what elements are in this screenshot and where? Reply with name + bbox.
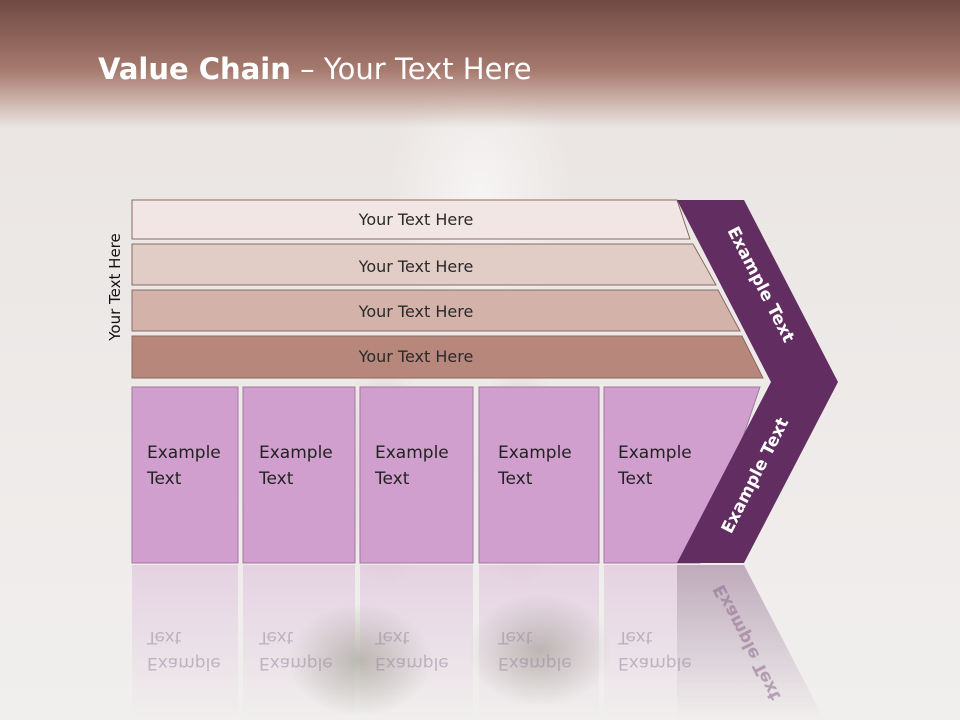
slide-title: Value Chain – Your Text Here: [98, 52, 532, 86]
band-label-3: Your Text Here: [358, 302, 474, 321]
column-1: [131, 386, 239, 564]
column-3: [359, 386, 474, 564]
column-5-label-line2: Text: [617, 469, 653, 489]
column-5-label-line1: Example: [618, 443, 692, 463]
column-3-label-line2: Text: [374, 469, 410, 489]
header-bar: [0, 0, 960, 128]
reflection-label-2a: Example: [259, 653, 333, 673]
reflection-label-5a: Example: [618, 653, 692, 673]
band-2: [131, 243, 717, 286]
column-2-label-line1: Example: [259, 443, 333, 463]
reflection-label-5b: Text: [617, 627, 653, 647]
column-1-label-line1: Example: [147, 443, 221, 463]
column-2-label-line2: Text: [258, 469, 294, 489]
reflection: [132, 565, 825, 720]
reflection-label-3b: Text: [374, 627, 410, 647]
column-4-label-line1: Example: [498, 443, 572, 463]
chevron-arrow: [677, 200, 838, 563]
columns: [131, 386, 761, 564]
column-3-label-line1: Example: [375, 443, 449, 463]
band-label-4: Your Text Here: [358, 347, 474, 366]
reflection-label-4a: Example: [498, 653, 572, 673]
band-label-1: Your Text Here: [358, 210, 474, 229]
reflection-label-1a: Example: [147, 653, 221, 673]
title-rest: – Your Text Here: [290, 52, 532, 86]
reflection-label-3a: Example: [375, 653, 449, 673]
column-1-label-line2: Text: [146, 469, 182, 489]
reflection-label-1b: Text: [146, 627, 182, 647]
band-4: [131, 335, 764, 379]
column-4-label-line2: Text: [497, 469, 533, 489]
title-bold: Value Chain: [98, 52, 291, 86]
band-label-2: Your Text Here: [358, 257, 474, 276]
band-3: [131, 289, 741, 332]
reflection-label-4b: Text: [497, 627, 533, 647]
column-4: [478, 386, 600, 564]
reflection-label-2b: Text: [258, 627, 294, 647]
band-1: [131, 199, 691, 240]
column-2: [242, 386, 356, 564]
